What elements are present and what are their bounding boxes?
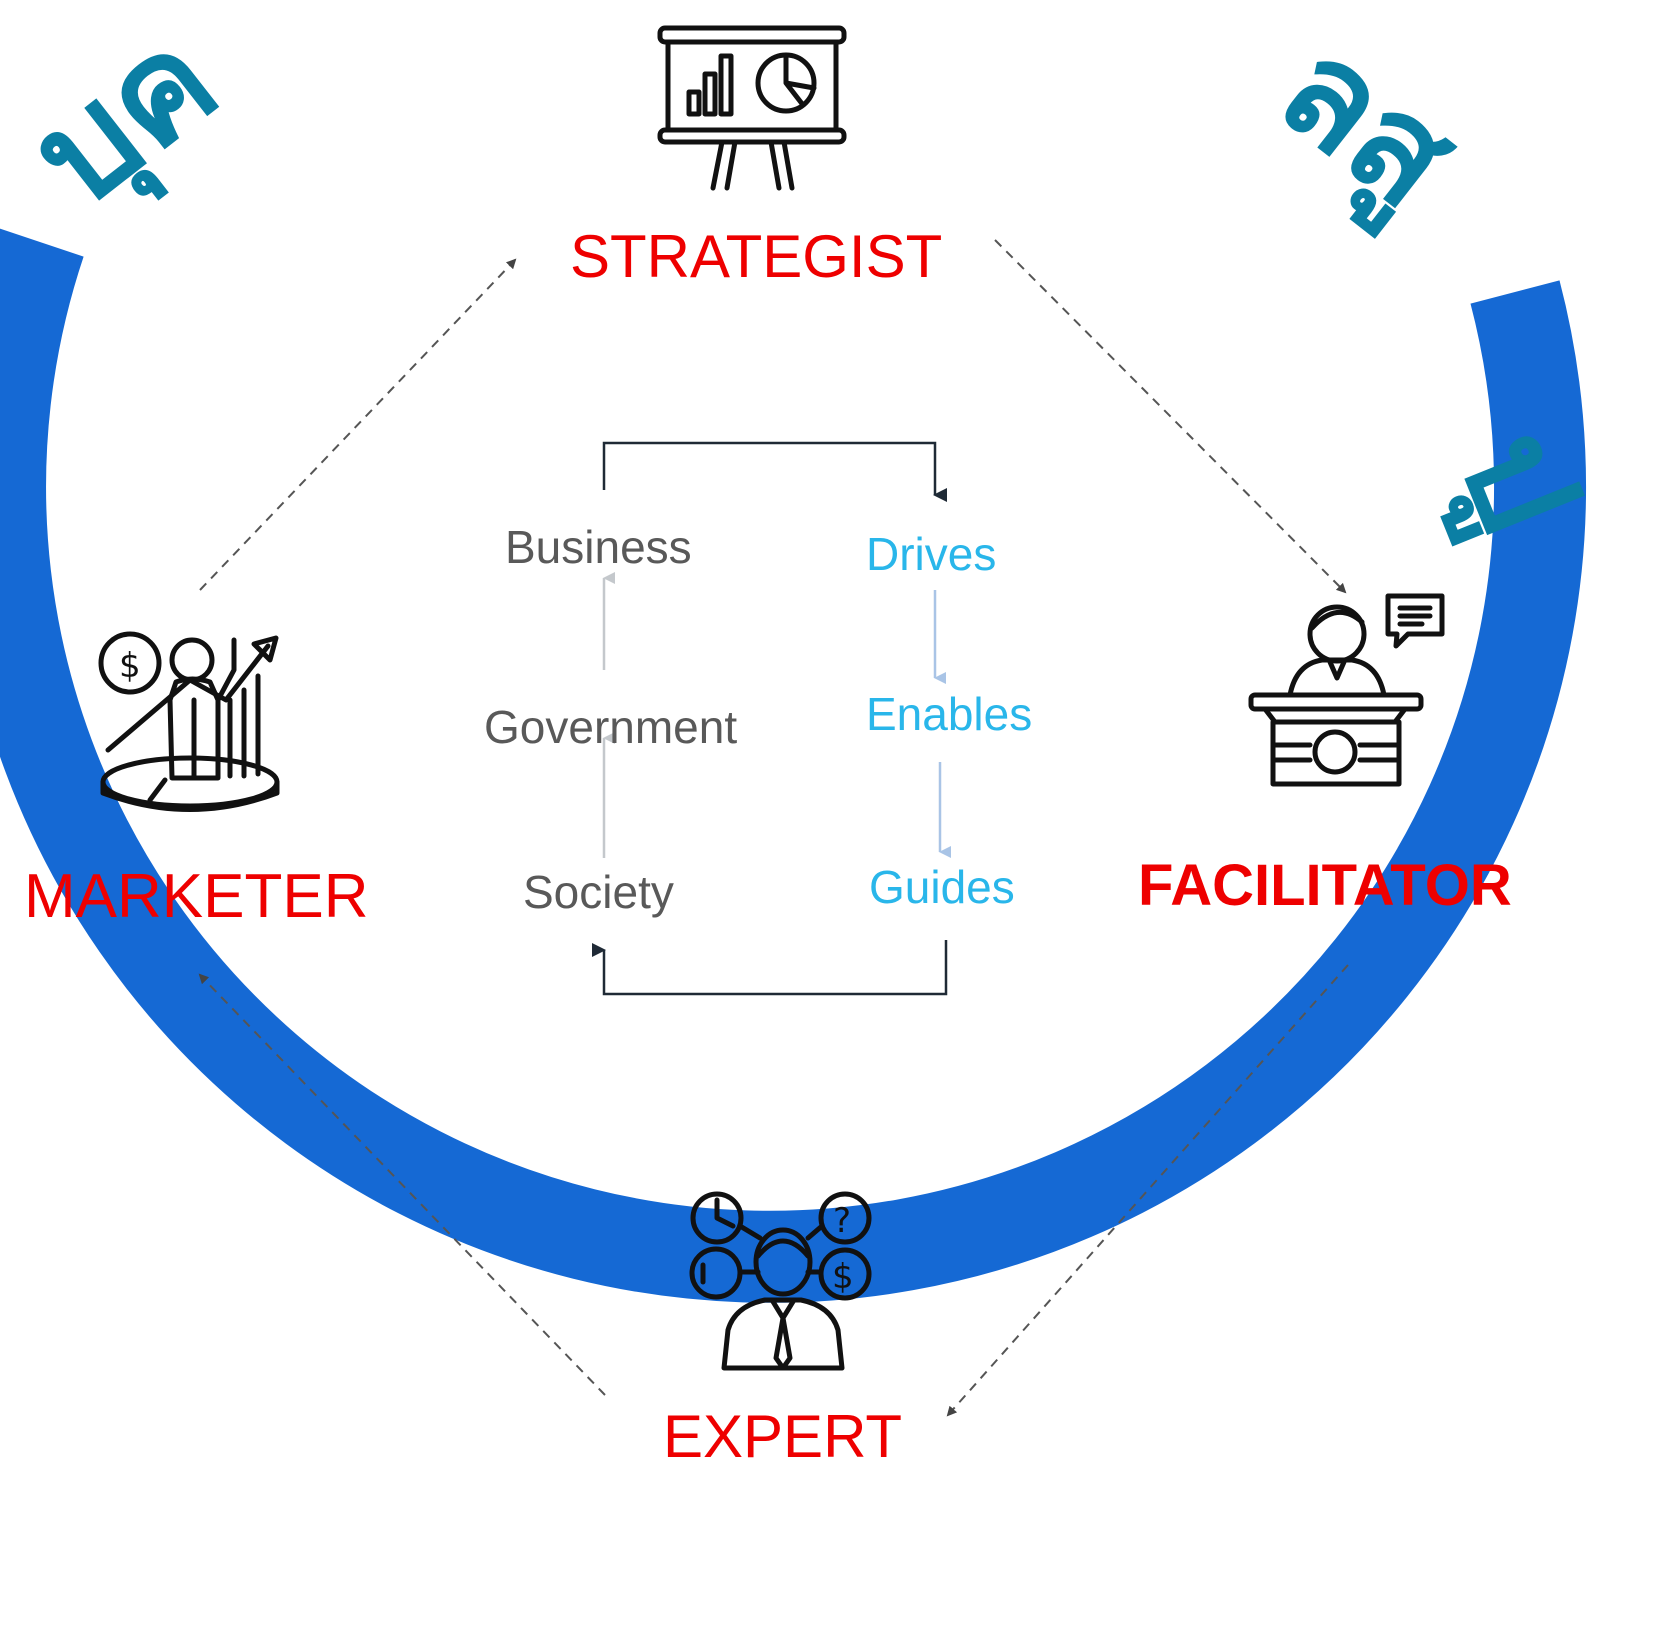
connector-expert-to-marketer — [198, 973, 606, 1396]
role-label-strategist: STRATEGIST — [570, 223, 942, 290]
connector-strategist-to-facilitator — [994, 239, 1347, 594]
svg-text:$: $ — [119, 646, 141, 686]
presentation-board-icon — [657, 25, 847, 191]
speaker-podium-icon — [1248, 593, 1445, 787]
connector-facilitator-to-expert — [946, 964, 1349, 1417]
arc-text-top-left: บุค — [2, 0, 249, 242]
blue-ring-arc — [0, 228, 1586, 1303]
cycle-bottom-loop — [592, 940, 948, 996]
cycle-word-guides: Guides — [869, 861, 1015, 913]
consultant-network-icon: ? $ — [689, 1191, 872, 1371]
svg-text:$: $ — [832, 1257, 854, 1297]
growth-marketer-icon: $ — [98, 631, 280, 812]
cycle-word-government: Government — [484, 701, 737, 753]
cycle-word-drives: Drives — [866, 528, 996, 580]
connector-marketer-to-strategist — [199, 258, 517, 591]
role-label-facilitator: FACILITATOR — [1138, 853, 1512, 918]
cycle-top-loop — [602, 441, 947, 502]
cycle-word-society: Society — [523, 866, 674, 918]
role-label-expert: EXPERT — [663, 1403, 902, 1470]
arc-text-top-right: ลสู — [1247, 7, 1486, 245]
cycle-word-enables: Enables — [866, 688, 1032, 740]
svg-text:?: ? — [833, 1201, 851, 1241]
cycle-word-business: Business — [505, 521, 692, 573]
role-label-marketer: MARKETER — [24, 862, 368, 931]
